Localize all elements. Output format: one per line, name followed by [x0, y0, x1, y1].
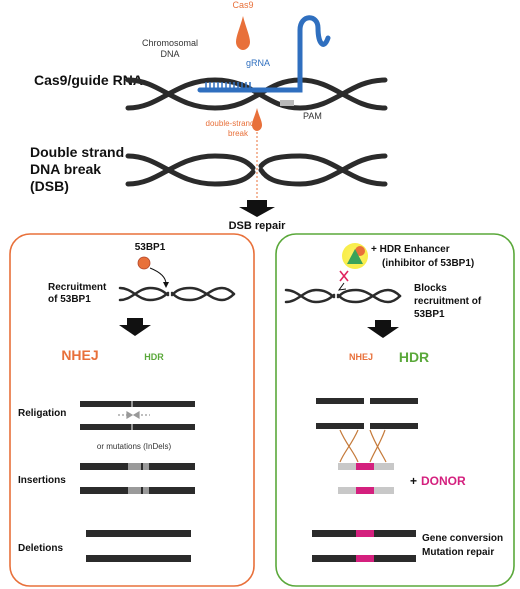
repaired-strand-bottom — [312, 555, 416, 562]
recruit-arrow-head — [163, 282, 169, 288]
strand-invasion-lines — [339, 429, 387, 463]
right-nhej-label: NHEJ — [349, 352, 373, 362]
chromosomal-dna-label-1: Chromosomal — [142, 38, 198, 48]
protein-53bp1-label: 53BP1 — [135, 242, 166, 253]
dna-helix-right — [284, 288, 402, 304]
double-strand-break-label-2: break — [228, 129, 249, 138]
deletion-strand-bottom — [86, 555, 191, 562]
blocks-label-2: recruitment of — [414, 296, 482, 307]
repair-arrow-icon — [239, 200, 275, 217]
mutations-note: or mutations (InDels) — [97, 442, 172, 451]
dsb-title-2: DNA break — [30, 161, 101, 177]
grna-strand — [197, 15, 331, 93]
enhancer-triangle-icon — [347, 249, 363, 264]
gene-conversion-label: Gene conversion — [422, 533, 503, 544]
hdr-strand-bottom-right — [370, 423, 418, 429]
hdr-panel — [275, 233, 515, 587]
deletions-label: Deletions — [18, 543, 63, 554]
grna-base-pairs — [205, 82, 251, 88]
donor-plus: + — [410, 474, 417, 488]
blocked-arrow-icon — [337, 282, 347, 291]
insertion-strand-bottom — [80, 487, 195, 494]
dsb-repair-label: DSB repair — [229, 220, 287, 232]
donor-label: DONOR — [421, 474, 466, 488]
religation-strand-top — [80, 401, 195, 407]
enhancer-53bp1-icon — [355, 246, 365, 256]
deletion-strand-top — [86, 530, 191, 537]
blocked-cross-icon — [339, 270, 349, 282]
left-hdr-label: HDR — [144, 352, 164, 362]
religation-strand-bottom — [80, 424, 195, 430]
donor-template-top — [338, 463, 394, 470]
dsb-title-3: (DSB) — [30, 178, 69, 194]
blocks-label-3: 53BP1 — [414, 309, 445, 320]
insertion-strand-top — [80, 463, 195, 470]
recruitment-label-2: of 53BP1 — [48, 294, 91, 305]
mutation-repair-label: Mutation repair — [422, 547, 494, 558]
hdr-strand-bottom-left — [316, 423, 364, 429]
repaired-strand-top — [312, 530, 416, 537]
religation-arrows-icon — [118, 410, 150, 420]
hdr-strand-top-right — [370, 398, 418, 404]
cas9-guide-title: Cas9/guide RNA — [34, 72, 143, 88]
right-hdr-label: HDR — [399, 349, 429, 365]
religation-label: Religation — [18, 408, 66, 419]
hdr-enhancer-label: + HDR Enhancer — [371, 244, 450, 255]
hdr-enhancer-sub: (inhibitor of 53BP1) — [382, 258, 474, 269]
dna-helix-broken — [125, 153, 388, 187]
dna-helix-top — [125, 77, 388, 111]
left-nhej-label: NHEJ — [61, 347, 98, 363]
insertions-label: Insertions — [18, 475, 66, 486]
protein-53bp1-icon — [137, 256, 151, 270]
hdr-strand-top-left — [316, 398, 364, 404]
recruitment-label-1: Recruitment — [48, 282, 107, 293]
dsb-title-1: Double strand — [30, 144, 124, 160]
chromosomal-dna-label-2: DNA — [160, 49, 179, 59]
donor-template-bottom — [338, 487, 394, 494]
cas9-label: Cas9 — [232, 0, 253, 10]
double-strand-break-label-1: double-strand — [206, 119, 255, 128]
nhej-panel — [9, 233, 255, 587]
grna-label: gRNA — [246, 58, 270, 68]
recruit-arrow-line — [149, 267, 167, 285]
cut-drop-icon — [252, 108, 262, 131]
pam-label: PAM — [303, 111, 322, 121]
left-arrow-icon — [119, 318, 151, 336]
cas9-drop-icon — [236, 16, 250, 50]
dna-helix-left — [118, 286, 236, 302]
blocks-label-1: Blocks — [414, 283, 447, 294]
right-arrow-icon — [367, 320, 399, 338]
pam-segment — [280, 100, 294, 106]
